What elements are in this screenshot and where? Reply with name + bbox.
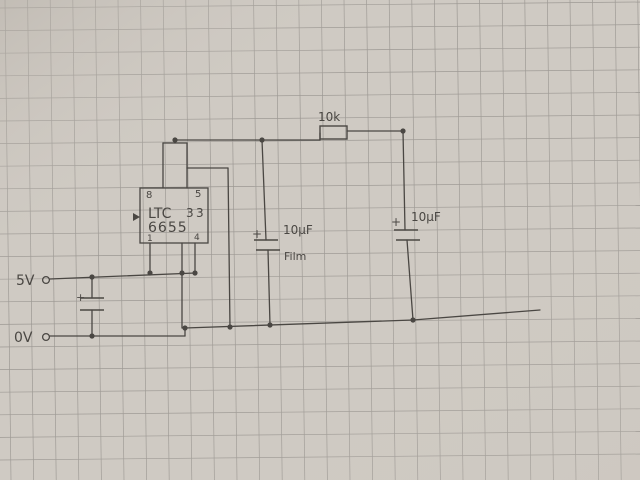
output-cap-value: 10µF [411,210,441,224]
wires [49,130,541,337]
ic-name-line2: 6655 [148,220,188,236]
ic-pin8-label: 8 [146,190,152,201]
wire-film-cap-top [261,139,267,241]
capacitor-plates [80,229,420,311]
supply-label: 5V [16,273,35,289]
ic-pin1-marker [133,213,140,221]
supply-terminal [41,275,51,285]
wire-film-cap-bottom [267,249,271,326]
ground-label: 0V [14,330,33,346]
film-cap-type: Film [284,250,306,263]
wire-supply [49,272,196,280]
ic-pin3-label-b: 3 [196,206,204,220]
film-cap-plus: + [252,227,262,241]
wire-output-cap-top [402,130,406,231]
wire-ground-rail [184,319,414,329]
ic-name-line1: LTC [148,206,172,222]
resistor-label: 10k [318,110,340,124]
wire-pin5-ground [227,167,231,329]
ic-body [139,187,209,244]
output-cap-plus: + [391,215,401,229]
ic-pin1-label: 1 [147,234,153,244]
ic-pin3-label: 3 [186,206,194,220]
ic-pin5-label: 5 [195,189,201,200]
input-cap-plus: + [76,291,85,304]
junction-dots [89,128,416,339]
wire-output-cap-bottom [406,239,414,321]
resistor-10k [319,125,348,140]
wire-ground-extension [412,309,541,321]
ic-pin4-label: 4 [194,233,200,243]
film-cap-value: 10µF [283,223,313,237]
ground-terminal [41,332,51,342]
